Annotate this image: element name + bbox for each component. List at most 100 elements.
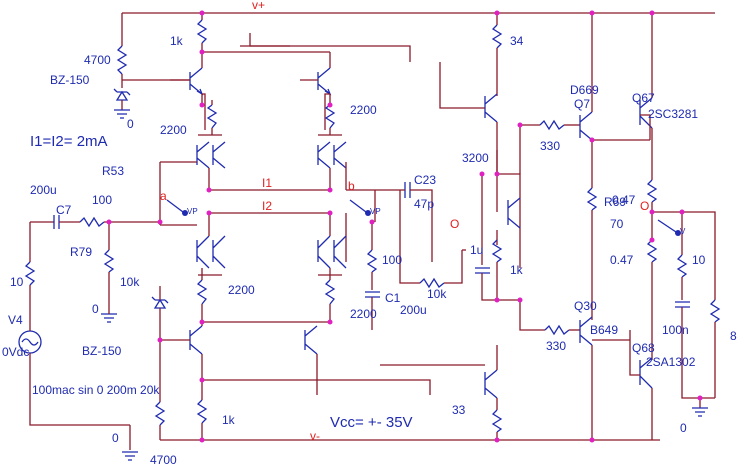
label-load-8: 8	[730, 329, 737, 343]
label-330-bottom: 330	[546, 339, 566, 353]
resistor-10k-fb	[419, 250, 463, 289]
label-4700-bottom: 4700	[150, 453, 177, 467]
cap-c1	[365, 291, 380, 330]
label-1k-vbe: 1k	[510, 263, 524, 277]
node-i2-label: I2	[262, 199, 272, 213]
resistor-1k-top	[196, 13, 208, 52]
label-1k-bottom: 1k	[222, 413, 236, 427]
label-047-top: 0.47	[612, 193, 636, 207]
output-node-label-left: O	[450, 217, 459, 231]
probe-a	[166, 199, 188, 216]
label-2200-left: 2200	[160, 123, 187, 137]
zobel-cap-100n	[675, 301, 715, 399]
probe-out-label: V	[680, 227, 686, 236]
label-source-spec: 100mac sin 0 200m 20k	[32, 383, 160, 397]
cap-c23	[400, 182, 433, 262]
ground-main	[122, 425, 138, 461]
ground-top-left	[114, 109, 130, 119]
label-bz-top: BZ-150	[50, 73, 90, 87]
junction-dots	[106, 10, 703, 443]
q-lower-right	[317, 235, 347, 269]
label-10k-fb: 10k	[427, 287, 447, 301]
resistor-33	[491, 409, 503, 440]
input-resistor-10	[24, 222, 36, 290]
q7-d669	[579, 111, 593, 141]
input-cap-c7	[30, 215, 80, 229]
label-r69: R69	[604, 195, 626, 209]
resistor-34	[491, 13, 503, 96]
vbe-multiplier-transistor	[507, 197, 521, 229]
bias-resistor-4700-top	[116, 13, 128, 88]
label-100-in: 100	[92, 193, 112, 207]
label-100n: 100n	[662, 323, 689, 337]
label-r53: R53	[102, 164, 124, 178]
label-c1: C1	[385, 291, 401, 305]
q30-b649	[579, 316, 593, 346]
q-upper-right	[317, 67, 332, 96]
load-resistor-8	[709, 299, 721, 398]
output-node-label-right: O	[640, 199, 649, 213]
label-047-bottom: 0.47	[610, 253, 634, 267]
label-2sa1302: 2SA1302	[646, 355, 696, 369]
upper-degeneration-right	[324, 104, 336, 135]
label-c23: C23	[414, 173, 436, 187]
input-resistor-100	[79, 216, 160, 228]
label-2200-right: 2200	[350, 103, 377, 117]
label-47p: 47p	[414, 197, 434, 211]
upper-degeneration-left	[206, 100, 218, 135]
q-bottom-right	[304, 325, 318, 355]
resistor-r69	[586, 140, 598, 320]
node-i1-label: I1	[262, 176, 272, 190]
resistor-10k-r79	[103, 222, 115, 310]
resistor-1k-bottom	[196, 380, 208, 440]
zener-top	[113, 88, 131, 110]
zobel-resistor-10	[676, 212, 688, 300]
label-1u: 1u	[470, 243, 483, 257]
label-bz-bottom: BZ-150	[82, 344, 122, 358]
label-100-fb: 100	[382, 253, 402, 267]
lower-degeneration-left	[196, 268, 208, 312]
label-gnd-input: 0	[92, 302, 99, 316]
resistor-047-bottom	[646, 239, 658, 360]
node-b-label: b	[348, 179, 355, 193]
q-vas-top	[484, 93, 498, 123]
label-d669: D669	[570, 83, 599, 97]
label-c7: C7	[56, 203, 72, 217]
label-2sc3281: 2SC3281	[648, 107, 698, 121]
label-gnd-output: 0	[680, 421, 687, 435]
q68-2sa1302	[639, 357, 653, 389]
q-mid-right	[317, 141, 347, 169]
label-2200-left-bottom: 2200	[228, 283, 255, 297]
node-a-label: a	[160, 189, 167, 203]
input-source	[18, 290, 130, 426]
label-330-top: 330	[540, 139, 560, 153]
label-q68: Q68	[632, 341, 655, 355]
probe-b	[349, 199, 371, 216]
label-10k: 10k	[120, 275, 140, 289]
zener-bottom	[151, 286, 169, 340]
vplus-label: v+	[252, 0, 265, 12]
q-vas-bottom	[484, 369, 498, 399]
label-v4: V4	[8, 313, 23, 327]
label-c1-value: 200u	[400, 303, 427, 317]
resistor-047-top	[646, 179, 658, 240]
label-2200-right-bottom: 2200	[350, 307, 377, 321]
label-gnd-top: 0	[127, 117, 134, 131]
label-q7: Q7	[574, 97, 590, 111]
resistor-330-bottom	[544, 324, 580, 336]
label-10-in: 10	[10, 275, 24, 289]
label-q30: Q30	[574, 299, 597, 313]
label-34: 34	[510, 34, 524, 48]
currents-note: I1=I2= 2mA	[30, 133, 108, 150]
probe-a-label: VP	[187, 207, 198, 216]
bias-resistor-4700-bottom	[154, 340, 166, 440]
label-r79: R79	[70, 245, 92, 259]
ground-input	[101, 310, 117, 323]
supply-note: Vcc= +- 35V	[330, 414, 413, 431]
lower-degeneration-right	[324, 268, 336, 312]
label-200u: 200u	[30, 183, 57, 197]
q-lower-left	[196, 235, 226, 269]
resistor-330-top	[539, 119, 580, 131]
label-3200: 3200	[462, 151, 489, 165]
